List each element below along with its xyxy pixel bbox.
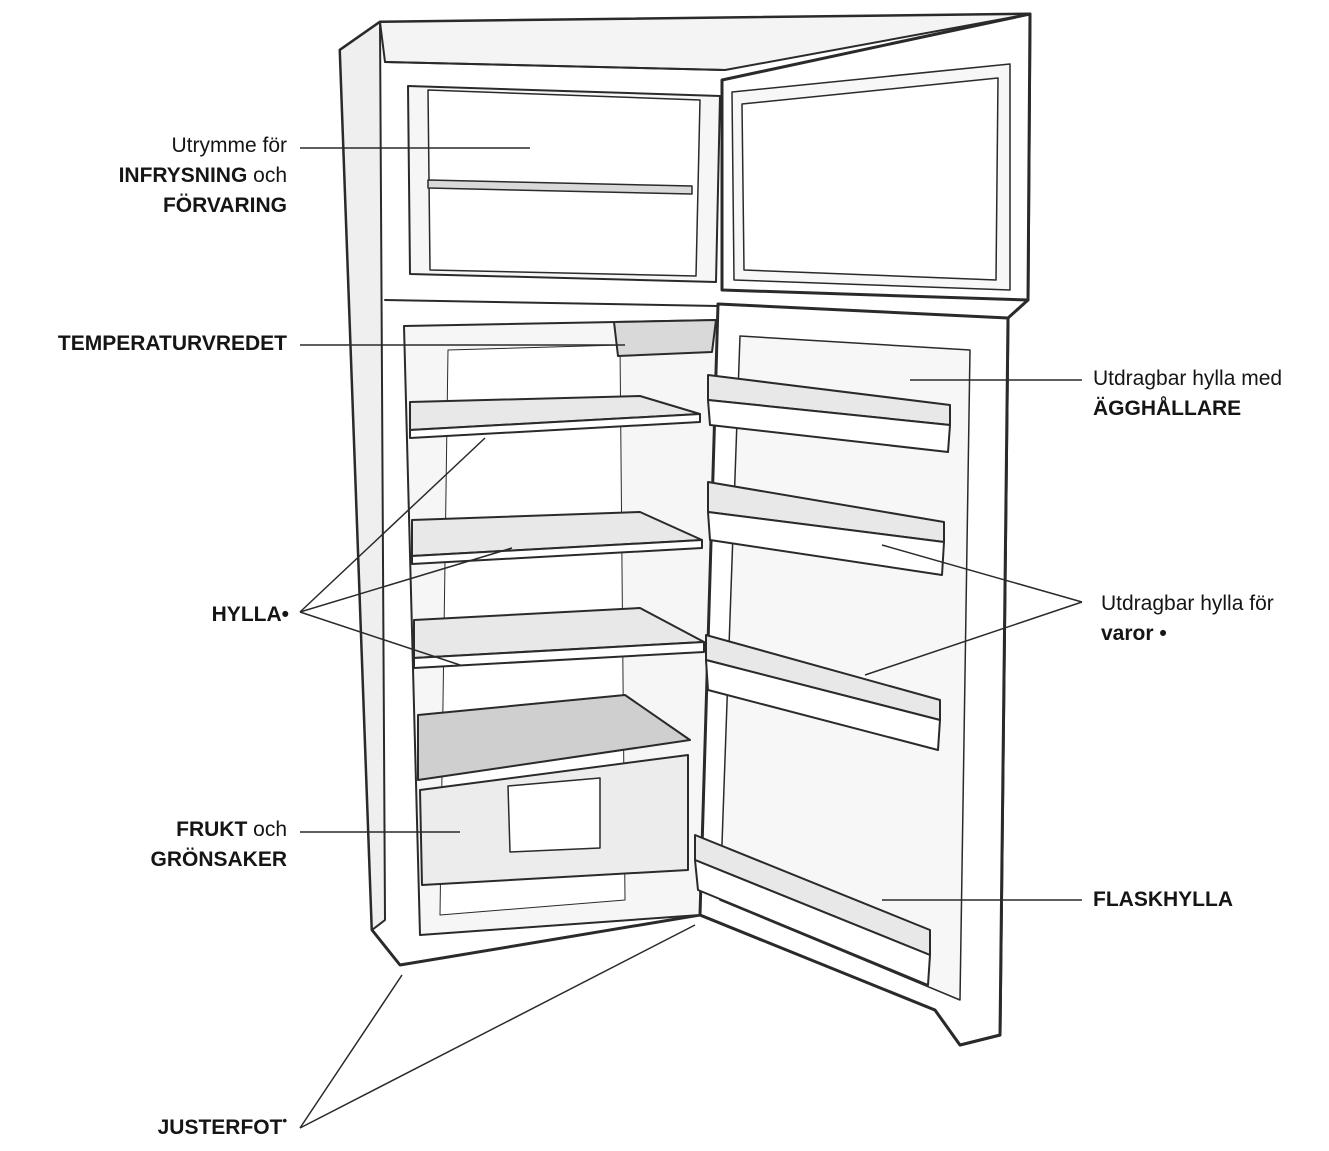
- label-thermostat-text: TEMPERATURVREDET: [57, 332, 287, 355]
- label-goods-shelf: Utdragbar hylla för varor •: [1101, 589, 1274, 649]
- label-egg-shelf-bold: ÄGGHÅLLARE: [1093, 397, 1242, 420]
- thermostat-housing: [613, 319, 717, 357]
- label-shelf-text: HYLLA: [211, 603, 282, 626]
- cabinet-side: [339, 21, 386, 931]
- label-egg-shelf: Utdragbar hylla med ÄGGHÅLLARE: [1093, 364, 1282, 424]
- label-shelf: HYLLA•: [212, 600, 289, 630]
- leader-shelf-1: [299, 437, 486, 613]
- label-feet: JUSTERFOT•: [158, 1113, 287, 1145]
- label-bottle-shelf: FLASKHYLLA: [1093, 885, 1233, 915]
- label-crisper-normal1: och: [253, 818, 287, 841]
- label-feet-marker: •: [282, 1113, 287, 1128]
- leader-foot-left: [299, 974, 403, 1129]
- label-feet-text: JUSTERFOT: [157, 1116, 283, 1139]
- label-crisper-bold2: GRÖNSAKER: [150, 848, 287, 871]
- label-goods-shelf-line1: Utdragbar hylla för: [1101, 592, 1274, 615]
- leader-lines: [299, 147, 1083, 1129]
- leader-shelf-2: [299, 547, 513, 613]
- leader-shelf-3: [299, 611, 461, 666]
- crisper-drawer: [417, 694, 691, 781]
- label-goods-shelf-bold: varor: [1101, 622, 1154, 645]
- leader-foot-right: [299, 924, 696, 1129]
- label-freezer-line1: Utrymme för: [171, 134, 288, 157]
- label-egg-shelf-line1: Utdragbar hylla med: [1093, 367, 1283, 390]
- label-thermostat: TEMPERATURVREDET: [58, 329, 287, 359]
- label-crisper: FRUKT och GRÖNSAKER: [150, 815, 287, 875]
- label-crisper-bold1: FRUKT: [176, 818, 248, 841]
- label-freezer: Utrymme för INFRYSNING och FÖRVARING: [119, 131, 287, 221]
- leader-goods-1: [881, 544, 1083, 603]
- label-goods-shelf-marker: •: [1159, 622, 1167, 645]
- label-freezer-bold1: INFRYSNING: [118, 164, 248, 187]
- label-freezer-bold2: FÖRVARING: [162, 194, 287, 217]
- label-bottle-shelf-text: FLASKHYLLA: [1093, 888, 1233, 911]
- leader-goods-2: [864, 601, 1083, 676]
- label-shelf-marker: •: [281, 603, 289, 626]
- label-freezer-normal1: och: [253, 164, 287, 187]
